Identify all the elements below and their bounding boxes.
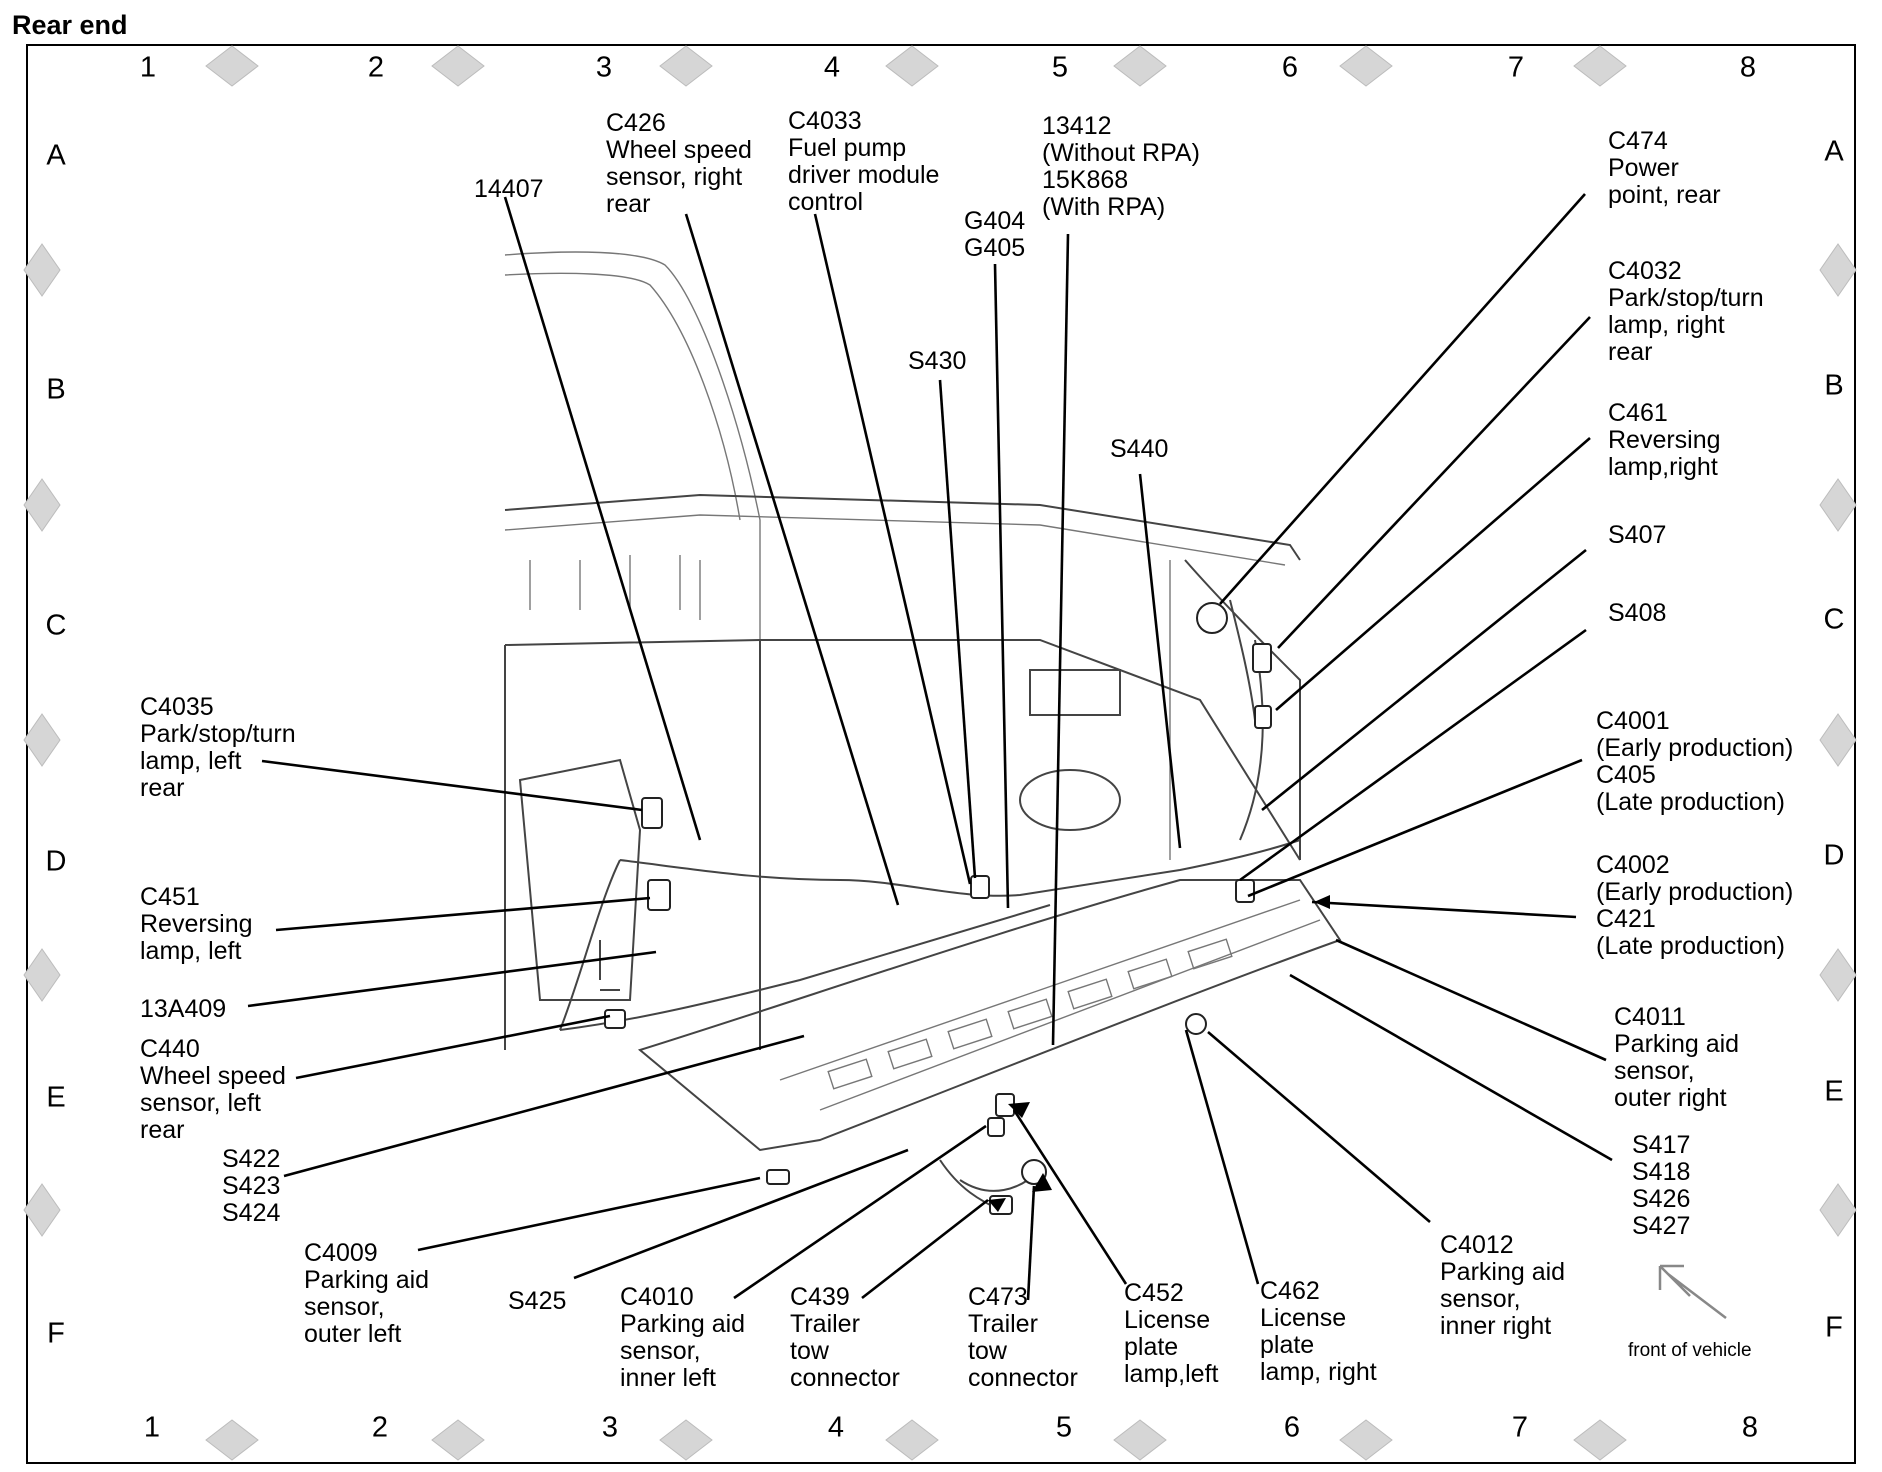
grid-col-3-top: 3 — [595, 51, 613, 84]
label-s430: S430 — [908, 347, 967, 375]
label-c462: C462 License plate lamp, right — [1260, 1277, 1377, 1386]
grid-row-b-right: B — [1824, 369, 1844, 402]
grid-col-6-top: 6 — [1281, 51, 1299, 84]
grid-row-a-right: A — [1824, 135, 1844, 168]
label-c451: C451 Reversing lamp, left — [140, 883, 253, 965]
grid-col-3-bottom: 3 — [601, 1411, 619, 1444]
label-c461: C461 Reversing lamp,right — [1608, 399, 1721, 481]
label-c474: C474 Power point, rear — [1608, 127, 1721, 209]
grid-col-4-top: 4 — [823, 51, 841, 84]
label-c4032: C4032 Park/stop/turn lamp, right rear — [1608, 257, 1764, 366]
grid-col-7-bottom: 7 — [1511, 1411, 1529, 1444]
front-of-vehicle-arrow — [1658, 1264, 1727, 1319]
label-c452: C452 License plate lamp,left — [1124, 1279, 1219, 1388]
grid-col-1-bottom: 1 — [143, 1411, 161, 1444]
components — [604, 602, 1272, 1215]
label-13412-15k868: 13412 (Without RPA) 15K868 (With RPA) — [1042, 112, 1200, 221]
grid-row-a-left: A — [46, 139, 66, 172]
label-s440: S440 — [1110, 435, 1169, 463]
grid-col-8-bottom: 8 — [1741, 1411, 1759, 1444]
grid-row-b-left: B — [46, 373, 66, 406]
label-s417-s427: S417 S418 S426 S427 — [1632, 1131, 1691, 1240]
label-14407: 14407 — [474, 175, 544, 203]
label-c4012: C4012 Parking aid sensor, inner right — [1440, 1231, 1566, 1340]
grid-col-6-bottom: 6 — [1283, 1411, 1301, 1444]
grid-row-f-left: F — [47, 1317, 65, 1350]
grid-col-2-bottom: 2 — [371, 1411, 389, 1444]
grid-col-5-bottom: 5 — [1055, 1411, 1073, 1444]
label-g404-g405: G404 G405 — [964, 207, 1026, 262]
grid-row-e-right: E — [1824, 1075, 1844, 1108]
label-s422-s424: S422 S423 S424 — [222, 1145, 281, 1227]
label-c440: C440 Wheel speed sensor, left rear — [140, 1035, 286, 1144]
grid-row-c-right: C — [1823, 603, 1845, 636]
grid-col-7-top: 7 — [1507, 51, 1525, 84]
page-title: Rear end — [12, 10, 128, 40]
label-s425: S425 — [508, 1287, 567, 1315]
label-s407: S407 — [1608, 521, 1667, 549]
diagram-frame — [26, 44, 1856, 1464]
label-c426: C426 Wheel speed sensor, right rear — [606, 109, 752, 218]
grid-row-c-left: C — [45, 609, 67, 642]
label-c4033: C4033 Fuel pump driver module control — [788, 107, 940, 216]
label-c4035: C4035 Park/stop/turn lamp, left rear — [140, 693, 296, 802]
border-markers — [23, 45, 1857, 1461]
grid-row-e-left: E — [46, 1081, 66, 1114]
label-c439: C439 Trailer tow connector — [790, 1283, 900, 1392]
label-c4001-c405: C4001 (Early production) C405 (Late prod… — [1596, 707, 1794, 816]
grid-col-5-top: 5 — [1051, 51, 1069, 84]
label-c4009: C4009 Parking aid sensor, outer left — [304, 1239, 430, 1348]
grid-col-1-top: 1 — [139, 51, 157, 84]
grid-col-4-bottom: 4 — [827, 1411, 845, 1444]
label-s408: S408 — [1608, 599, 1667, 627]
label-c4010: C4010 Parking aid sensor, inner left — [620, 1283, 746, 1392]
grid-row-d-left: D — [45, 845, 67, 878]
grid-col-8-top: 8 — [1739, 51, 1757, 84]
label-13a409: 13A409 — [140, 995, 227, 1023]
grid-col-2-top: 2 — [367, 51, 385, 84]
grid-row-f-right: F — [1825, 1311, 1843, 1344]
label-c473: C473 Trailer tow connector — [968, 1283, 1078, 1392]
label-c4002-c421: C4002 (Early production) C421 (Late prod… — [1596, 851, 1794, 960]
front-of-vehicle-label: front of vehicle — [1628, 1340, 1752, 1361]
label-c4011: C4011 Parking aid sensor, outer right — [1614, 1003, 1740, 1112]
leader-lines — [247, 193, 1613, 1301]
vehicle-sketch — [504, 251, 1342, 1211]
grid-row-d-right: D — [1823, 839, 1845, 872]
